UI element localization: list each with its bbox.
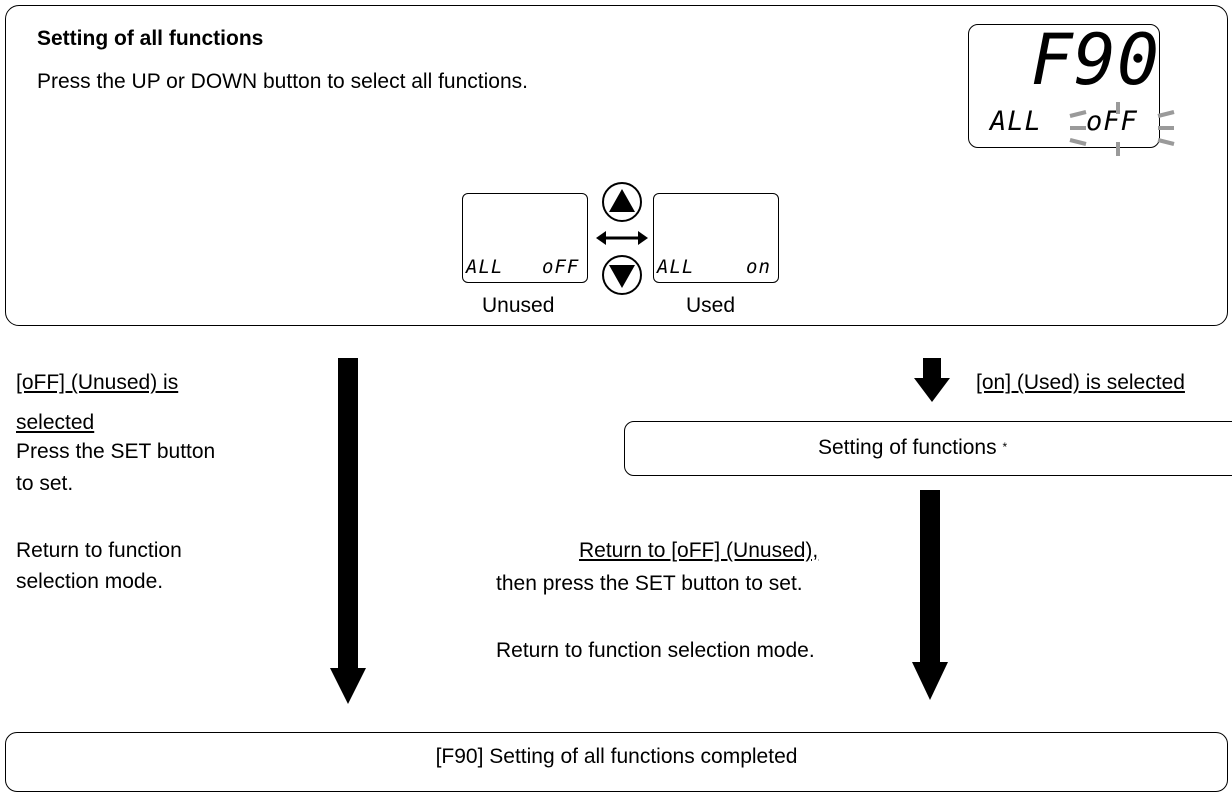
main-display-code: F90: [1030, 19, 1160, 101]
unused-display-right-text: oFF: [542, 256, 580, 278]
main-display: [968, 24, 1160, 148]
used-display-right-text: on: [746, 256, 771, 278]
panel-instruction: Press the UP or DOWN button to select al…: [37, 70, 528, 93]
double-arrow-icon: [596, 231, 648, 245]
unused-display: [462, 193, 588, 283]
left-press-line1: Press the SET button: [16, 440, 216, 463]
functions-box-label: Setting of functions *: [818, 434, 1007, 461]
left-selected-line1: [oFF] (Unused) is: [16, 371, 179, 394]
right-return-unused: Return to [oFF] (Unused),: [579, 539, 819, 562]
up-triangle-icon[interactable]: [602, 182, 642, 222]
panel-title: Setting of all functions: [37, 27, 264, 50]
left-return-line1: Return to function: [16, 539, 182, 562]
down-triangle-icon[interactable]: [602, 255, 642, 295]
used-caption: Used: [686, 294, 736, 317]
blink-indicator-icon: [1069, 102, 1175, 156]
unused-display-left-text: ALL: [466, 256, 504, 278]
used-display: [653, 193, 779, 283]
left-selected-line2: selected: [16, 411, 95, 434]
unused-caption: Unused: [482, 294, 555, 317]
left-flow-arrow: [330, 358, 366, 704]
functions-box: [624, 421, 1232, 476]
completed-label: [F90] Setting of all functions completed: [435, 745, 798, 768]
main-display-left-text: ALL: [990, 106, 1042, 137]
functions-note-mark: *: [1002, 440, 1008, 454]
right-short-arrow: [914, 358, 950, 402]
functions-box-text: Setting of functions: [818, 436, 997, 459]
right-flow-arrow: [912, 490, 948, 700]
used-display-left-text: ALL: [657, 256, 695, 278]
right-selected-label: [on] (Used) is selected: [976, 371, 1185, 394]
right-press-set: then press the SET button to set.: [496, 572, 803, 595]
completed-box: [5, 732, 1228, 792]
left-return-line2: selection mode.: [16, 570, 164, 593]
left-press-line2: to set.: [16, 472, 74, 495]
up-down-buttons: [596, 182, 648, 295]
right-return-mode: Return to function selection mode.: [496, 639, 815, 662]
main-display-right-text: oFF: [1086, 106, 1138, 137]
